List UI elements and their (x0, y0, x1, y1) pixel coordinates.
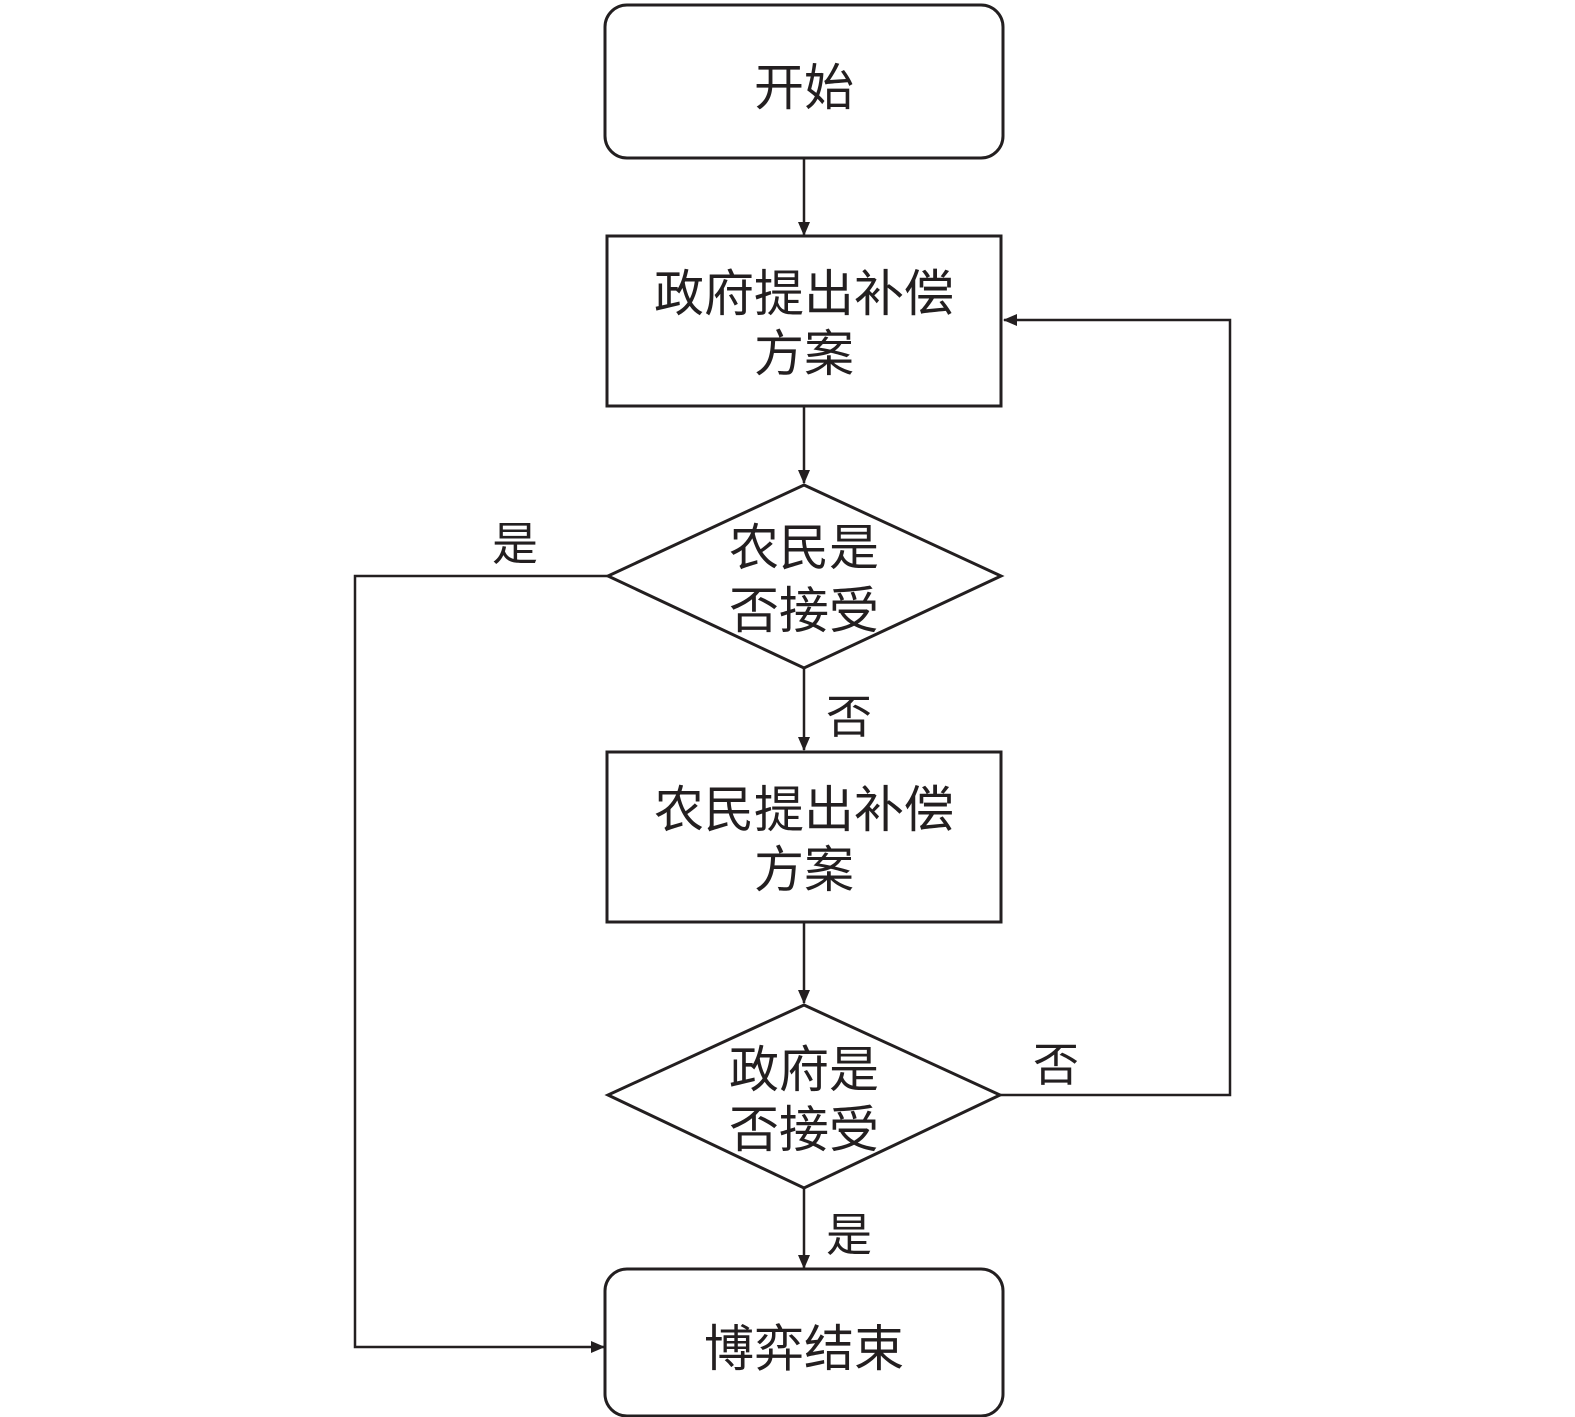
node-farmer-offer-label-line1: 农民提出补偿 (654, 781, 954, 839)
edge-label-gov-accept-no: 否 (1033, 1038, 1079, 1092)
node-farmer-offer: 农民提出补偿 方案 (605, 750, 1003, 924)
node-end: 博弈结束 (603, 1267, 1005, 1417)
node-farmer-accept-label-line2: 否接受 (729, 582, 879, 640)
node-farmer-accept-label-line1: 农民是 (729, 519, 879, 577)
node-end-label: 博弈结束 (704, 1320, 904, 1378)
node-gov-offer-label-line1: 政府提出补偿 (654, 265, 954, 323)
edge-label-gov-accept-yes: 是 (826, 1208, 872, 1262)
edge-gov-accept-to-gov-offer (1000, 314, 1232, 1097)
edge-farmer-accept-to-end (353, 574, 608, 1353)
node-farmer-accept: 农民是 否接受 (604, 483, 1005, 670)
edge-label-farmer-accept-no: 否 (826, 690, 872, 744)
edge-label-farmer-accept-yes: 是 (492, 517, 538, 571)
node-farmer-offer-label-line2: 方案 (754, 841, 854, 899)
node-gov-offer: 政府提出补偿 方案 (605, 234, 1003, 408)
node-gov-accept-label-line1: 政府是 (729, 1041, 879, 1099)
node-start: 开始 (603, 3, 1005, 160)
node-start-label: 开始 (754, 59, 854, 117)
node-gov-accept: 政府是 否接受 (604, 1003, 1004, 1190)
node-gov-accept-label-line2: 否接受 (729, 1101, 879, 1159)
node-gov-offer-label-line2: 方案 (754, 325, 854, 383)
